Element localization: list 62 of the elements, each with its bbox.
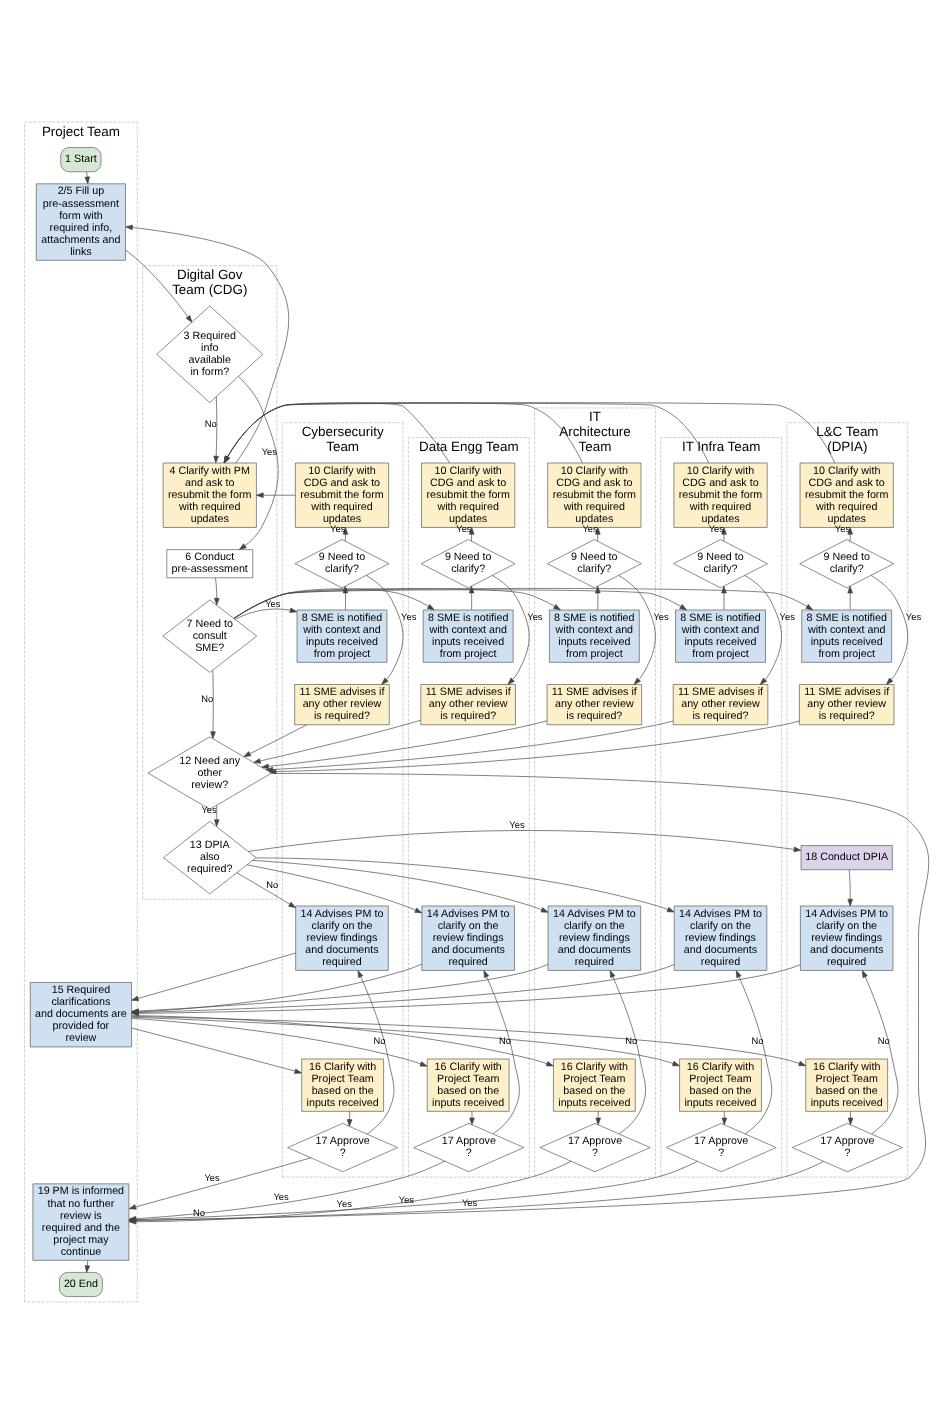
arrow bbox=[609, 969, 646, 1134]
arrow bbox=[847, 1110, 854, 1125]
arrow bbox=[234, 606, 298, 619]
arrow bbox=[735, 969, 773, 1134]
arrow bbox=[248, 829, 802, 852]
arrow bbox=[847, 868, 853, 906]
arrow bbox=[253, 718, 422, 763]
arrow bbox=[223, 401, 836, 463]
arrow bbox=[618, 574, 656, 684]
arrow bbox=[261, 719, 548, 769]
arrow bbox=[233, 587, 561, 618]
arrow bbox=[210, 668, 216, 738]
arrow bbox=[131, 1014, 554, 1066]
arrow bbox=[268, 719, 800, 774]
arrow bbox=[595, 1110, 601, 1125]
arrow bbox=[847, 526, 853, 541]
arrow bbox=[238, 375, 279, 549]
arrow bbox=[243, 723, 308, 757]
arrow bbox=[131, 1026, 302, 1073]
arrow bbox=[131, 1015, 807, 1066]
arrow bbox=[214, 804, 220, 826]
arrow bbox=[483, 969, 520, 1134]
arrow bbox=[125, 223, 290, 463]
arrow bbox=[870, 574, 909, 684]
arrow bbox=[255, 856, 675, 912]
arrow bbox=[236, 871, 296, 907]
arrow bbox=[847, 584, 853, 610]
arrow bbox=[347, 1110, 353, 1126]
arrow bbox=[469, 1110, 475, 1125]
arrow bbox=[213, 395, 219, 463]
arrow bbox=[265, 719, 674, 772]
arrow bbox=[223, 401, 450, 463]
arrow bbox=[357, 969, 395, 1134]
arrow bbox=[223, 401, 709, 463]
arrow bbox=[595, 584, 601, 610]
arrow bbox=[365, 574, 404, 684]
arrow bbox=[84, 1259, 91, 1272]
arrow bbox=[131, 1016, 428, 1066]
arrow bbox=[721, 526, 727, 541]
arrow bbox=[492, 574, 530, 684]
arrow bbox=[342, 526, 349, 541]
arrow bbox=[468, 584, 475, 610]
arrow bbox=[84, 170, 90, 184]
arrow bbox=[125, 248, 193, 322]
arrow bbox=[744, 574, 782, 684]
arrow bbox=[721, 1110, 728, 1125]
arrow bbox=[468, 526, 475, 541]
arrow bbox=[256, 491, 296, 497]
arrow bbox=[721, 584, 727, 610]
arrow bbox=[131, 1015, 680, 1066]
arrow bbox=[128, 1156, 312, 1209]
arrow bbox=[214, 576, 220, 605]
arrow bbox=[233, 587, 435, 618]
arrow bbox=[223, 401, 583, 463]
arrow bbox=[246, 863, 423, 913]
arrow bbox=[342, 584, 349, 610]
arrow bbox=[131, 951, 296, 1000]
arrow bbox=[862, 969, 899, 1134]
arrow bbox=[233, 588, 687, 618]
arrow bbox=[252, 859, 549, 912]
arrow bbox=[233, 587, 814, 618]
arrow bbox=[595, 526, 601, 541]
